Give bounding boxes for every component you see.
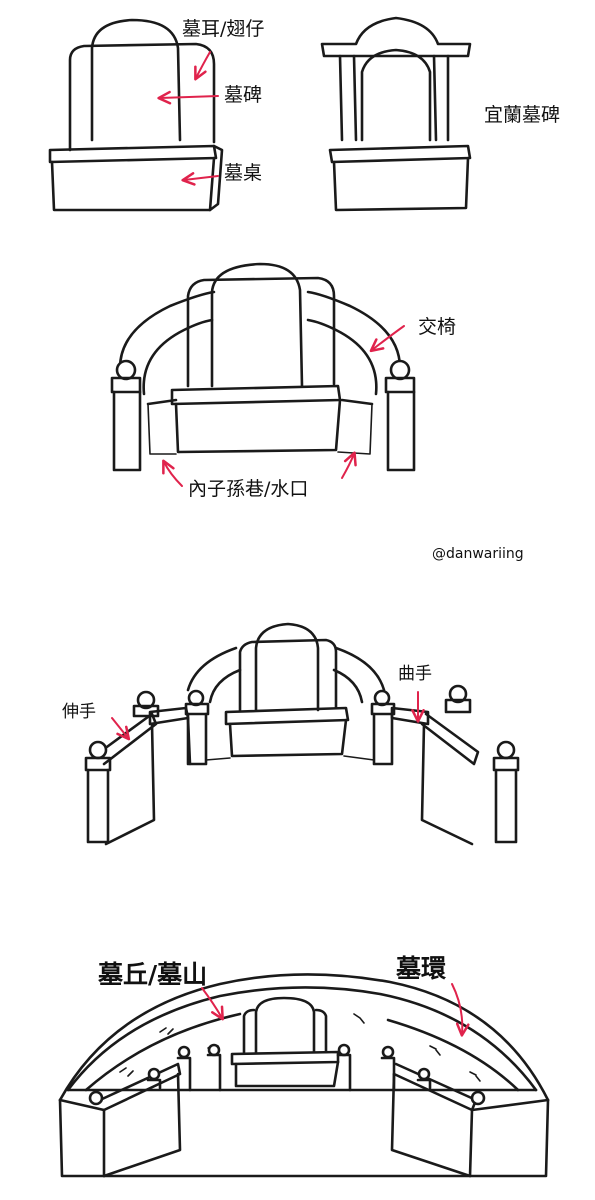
extended-arm-left [84,690,192,846]
panel3-ground [205,755,375,761]
arrow-tombstone [157,90,219,105]
panel1-yilan-tombstone [320,16,472,212]
extended-arm-right [390,684,520,846]
arrow-mound [201,987,224,1021]
arrow-inner-lane-right [341,451,357,479]
curved-arm-shape [186,646,386,704]
label-ring: 墓環 [396,954,447,983]
label-curved-arm: 曲手 [398,664,432,684]
panel4-full-tomb [58,973,550,1178]
label-tomb-ear: 墓耳/翅仔 [182,18,265,40]
label-tomb-table: 墓桌 [224,162,263,184]
panel4-tombstone [242,996,328,1054]
arrow-tomb-table [181,172,219,186]
label-inner-lane: 內子孫巷/水口 [188,478,309,500]
callout-arrows [111,51,470,1037]
panel2-tomb-with-armrest [110,262,416,472]
arrow-armrest [369,325,405,353]
mound-shape [66,986,538,1092]
tombstone-shape [90,18,182,142]
curved-arm-post-right [370,689,396,766]
armrest-shape [118,290,402,406]
panel2-tombstone [186,262,336,388]
tomb-table-shape [48,144,224,212]
armrest-post-right [384,359,416,472]
arrow-ring [451,983,470,1037]
panel4-extended-arms [98,1062,478,1178]
panel3-tomb-table [224,706,350,758]
panel2-tomb-table [170,384,342,454]
armrest-post-left [110,359,142,472]
label-yilan-tombstone: 宜蘭墓碑 [484,104,561,126]
label-mound: 墓丘/墓山 [98,960,208,989]
panel4-posts [176,1043,396,1092]
author-handle: @danwariing [432,546,524,562]
panel4-tomb-table [230,1050,340,1088]
panel4-front-wall [58,1090,550,1178]
arrow-tomb-ear [194,51,211,81]
tomb-ear-shape [68,42,216,152]
panel1-basic-tomb [48,18,224,212]
label-armrest: 交椅 [418,316,457,338]
label-tombstone: 墓碑 [224,84,263,106]
label-extended-arm: 伸手 [62,702,96,722]
panel3-tombstone [238,622,338,712]
panel3-tomb-with-arms [84,622,520,846]
arrow-inner-lane-left [162,459,183,487]
tomb-ring-shape [58,973,550,1102]
arrow-extended-arm [111,717,131,741]
